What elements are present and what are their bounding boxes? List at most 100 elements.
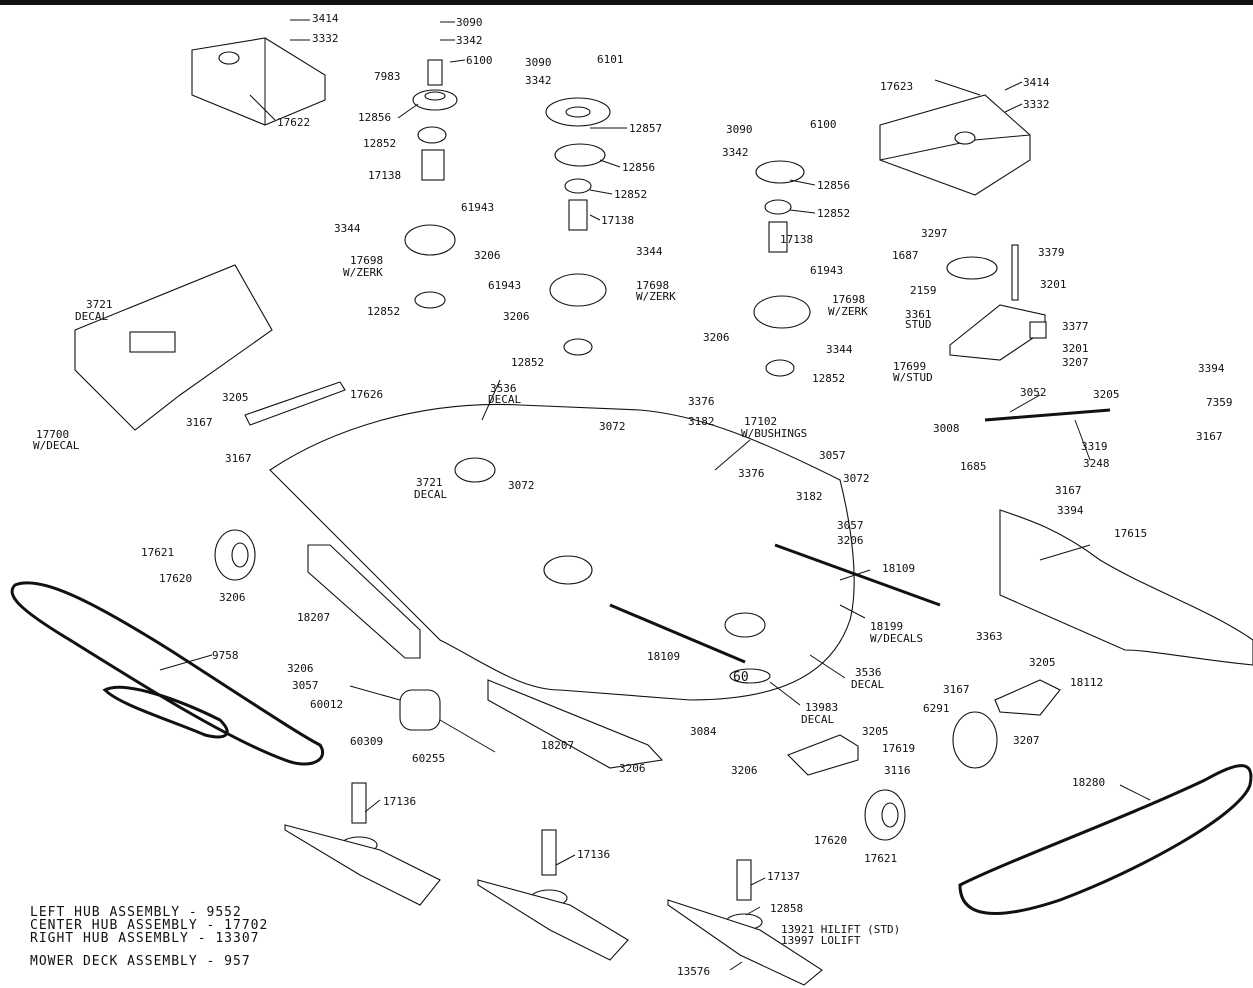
callout: 17621 bbox=[141, 546, 174, 559]
callout: 18207 bbox=[297, 611, 330, 624]
callout: 3072 bbox=[843, 472, 870, 485]
callout: 6291 bbox=[923, 702, 950, 715]
callout: 7983 bbox=[374, 70, 401, 83]
callout: 3084 bbox=[690, 725, 717, 738]
callout: 61943 bbox=[810, 264, 843, 277]
callout: 3090 bbox=[525, 56, 552, 69]
callout: 3201 bbox=[1062, 342, 1089, 355]
callout: DECAL bbox=[414, 488, 447, 501]
callout: 3721 bbox=[86, 298, 113, 311]
callout: 3332 bbox=[312, 32, 339, 45]
blade-center bbox=[477, 879, 629, 961]
callout: 17621 bbox=[864, 852, 897, 865]
callout: 3182 bbox=[688, 415, 715, 428]
callout: 3207 bbox=[1062, 356, 1089, 369]
callout: 3206 bbox=[503, 310, 530, 323]
callout: 3057 bbox=[819, 449, 846, 462]
callout: 3206 bbox=[703, 331, 730, 344]
callout: 18112 bbox=[1070, 676, 1103, 689]
right-spindle bbox=[753, 160, 811, 377]
legend-line: MOWER DECK ASSEMBLY - 957 bbox=[30, 954, 251, 969]
callout: 3207 bbox=[1013, 734, 1040, 747]
callout: 3363 bbox=[976, 630, 1003, 643]
callout: 17102 bbox=[744, 415, 777, 428]
callout: 17620 bbox=[159, 572, 192, 585]
callout: W/STUD bbox=[893, 371, 933, 384]
callout: 3057 bbox=[292, 679, 319, 692]
callout: 9758 bbox=[212, 649, 239, 662]
legend-line: RIGHT HUB ASSEMBLY - 13307 bbox=[30, 931, 260, 946]
callout: 3342 bbox=[525, 74, 552, 87]
callout: 13921 HILIFT (STD) bbox=[781, 923, 900, 936]
callout: 3182 bbox=[796, 490, 823, 503]
deck-size-marking: 60 bbox=[733, 670, 749, 685]
callout: 17136 bbox=[577, 848, 610, 861]
callout: 3206 bbox=[837, 534, 864, 547]
callout: 3206 bbox=[474, 249, 501, 262]
callout-labels: 3414 3332 17622 3090 3342 6100 7983 1285… bbox=[33, 12, 1233, 978]
callout: 6100 bbox=[810, 118, 837, 131]
callout: 3377 bbox=[1062, 320, 1089, 333]
callout: 12857 bbox=[629, 122, 662, 135]
callout: W/DECAL bbox=[33, 439, 80, 452]
callout: 3206 bbox=[619, 762, 646, 775]
callout: 3206 bbox=[287, 662, 314, 675]
center-spindle bbox=[545, 97, 611, 356]
callout: 60255 bbox=[412, 752, 445, 765]
callout: 3167 bbox=[1055, 484, 1082, 497]
callout: 17698 bbox=[832, 293, 865, 306]
callout: 12852 bbox=[614, 188, 647, 201]
callout: 17700 bbox=[36, 428, 69, 441]
callout: 3297 bbox=[921, 227, 948, 240]
callout: 12858 bbox=[770, 902, 803, 915]
callout: STUD bbox=[905, 318, 932, 331]
callout: 13576 bbox=[677, 965, 710, 978]
callout: 17626 bbox=[350, 388, 383, 401]
callout: 17623 bbox=[880, 80, 913, 93]
callout: 3072 bbox=[508, 479, 535, 492]
callout: DECAL bbox=[75, 310, 108, 323]
callout: 17136 bbox=[383, 795, 416, 808]
parts-artwork bbox=[10, 37, 1253, 986]
callout: DECAL bbox=[488, 393, 521, 406]
callout: 18280 bbox=[1072, 776, 1105, 789]
callout: 3379 bbox=[1038, 246, 1065, 259]
callout: 3248 bbox=[1083, 457, 1110, 470]
callout: 3206 bbox=[731, 764, 758, 777]
callout: 1685 bbox=[960, 460, 987, 473]
belt-9758 bbox=[10, 581, 324, 766]
callout: 3072 bbox=[599, 420, 626, 433]
left-spindle bbox=[404, 59, 458, 309]
callout: 18109 bbox=[647, 650, 680, 663]
callout: W/ZERK bbox=[343, 266, 383, 279]
callout: W/ZERK bbox=[636, 290, 676, 303]
callout: 61943 bbox=[461, 201, 494, 214]
callout: 3319 bbox=[1081, 440, 1108, 453]
callout: 61943 bbox=[488, 279, 521, 292]
callout: 3344 bbox=[636, 245, 663, 258]
right-baffle bbox=[999, 509, 1253, 666]
callout: 3205 bbox=[862, 725, 889, 738]
callout: 12856 bbox=[622, 161, 655, 174]
callout: 3167 bbox=[943, 683, 970, 696]
callout: 17138 bbox=[780, 233, 813, 246]
callout: 6101 bbox=[597, 53, 624, 66]
callout: W/DECALS bbox=[870, 632, 923, 645]
callout: 17699 bbox=[893, 360, 926, 373]
callout: 3414 bbox=[1023, 76, 1050, 89]
callout: 17615 bbox=[1114, 527, 1147, 540]
callout: 3332 bbox=[1023, 98, 1050, 111]
callout: 12852 bbox=[817, 207, 850, 220]
callout: DECAL bbox=[801, 713, 834, 726]
callout: 17138 bbox=[368, 169, 401, 182]
callout: 3376 bbox=[688, 395, 715, 408]
callout: 17698 bbox=[636, 279, 669, 292]
callout: 18109 bbox=[882, 562, 915, 575]
callout: 13983 bbox=[805, 701, 838, 714]
callout: 18199 bbox=[870, 620, 903, 633]
callout: 17620 bbox=[814, 834, 847, 847]
assembly-legend: LEFT HUB ASSEMBLY - 9552 CENTER HUB ASSE… bbox=[30, 906, 268, 968]
callout: 3342 bbox=[456, 34, 483, 47]
callout: 7359 bbox=[1206, 396, 1233, 409]
callout: 3206 bbox=[219, 591, 246, 604]
